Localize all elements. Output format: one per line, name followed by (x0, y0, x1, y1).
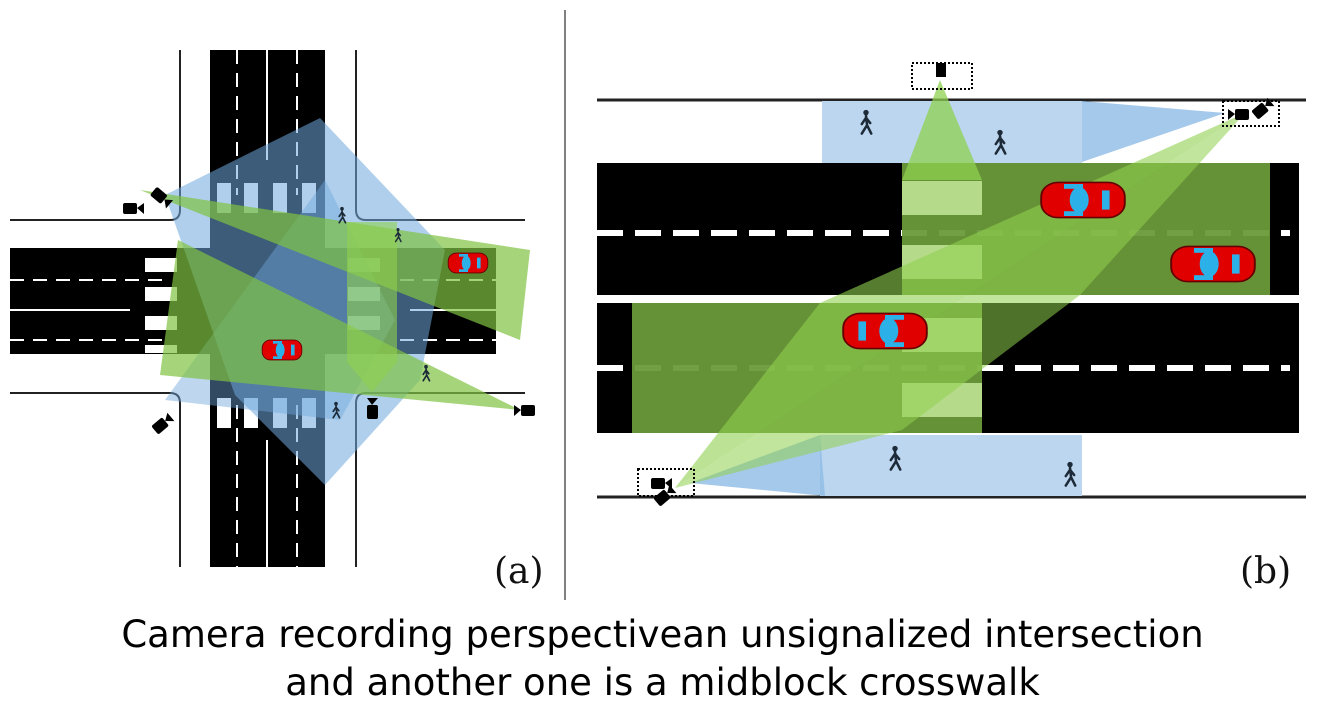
camera-icon (151, 412, 175, 435)
camera-icon (514, 405, 535, 416)
car (842, 312, 928, 350)
green-fov (902, 80, 982, 180)
camera-bottom-left (637, 468, 695, 507)
car (1170, 245, 1256, 283)
camera-top (911, 62, 973, 90)
green-fov (140, 190, 530, 340)
car (1040, 181, 1126, 219)
figure: (a) (10, 10, 1306, 600)
blue-fov (820, 435, 1082, 496)
panel-a-intersection: (a) (10, 50, 544, 592)
camera-fov-areas (140, 118, 530, 485)
blue-fov (1082, 101, 1225, 162)
camera-top-right (1222, 97, 1280, 127)
camera-icon (1228, 109, 1249, 120)
caption-line-2: and another one is a midblock crosswalk (285, 661, 1040, 704)
green-fov (347, 362, 397, 392)
camera-icon (123, 203, 144, 214)
car (447, 252, 489, 274)
panel-b-midblock-crosswalk: (b) (597, 62, 1306, 592)
car (261, 339, 303, 361)
caption-line-1: Camera recording perspectivean unsignali… (121, 613, 1204, 656)
panel-label-b: (b) (1240, 551, 1291, 592)
green-fov (160, 240, 520, 410)
panel-label-a: (a) (494, 551, 544, 592)
green-fov (347, 222, 397, 362)
